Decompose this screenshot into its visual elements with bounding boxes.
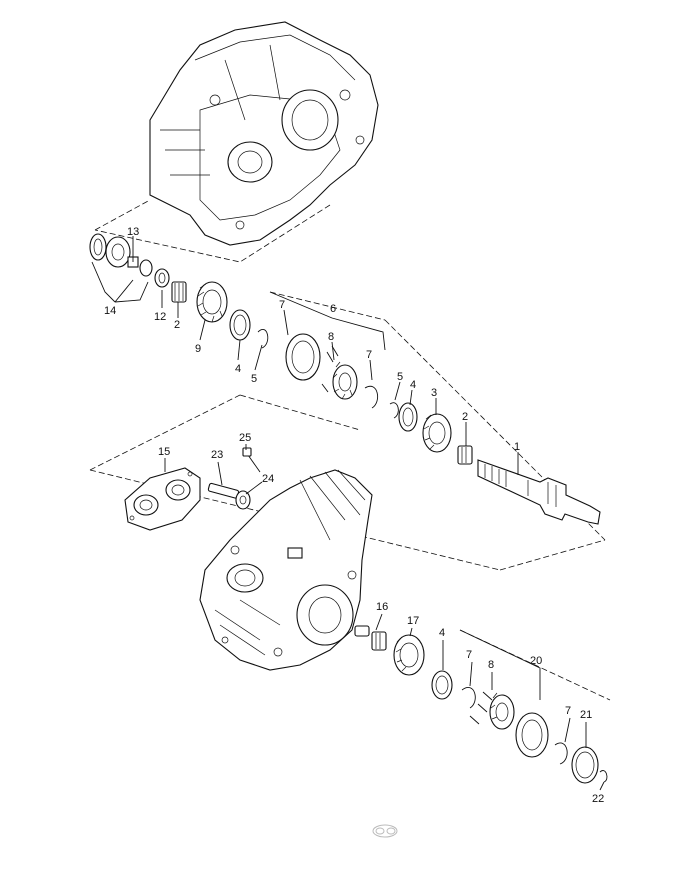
label-23: 23: [211, 449, 223, 461]
upper-gearbox-housing: [94, 21, 379, 263]
label-1: 1: [514, 441, 520, 453]
lower-shaft-assembly: [354, 625, 611, 784]
label-12: 12: [154, 311, 166, 323]
label-6: 6: [330, 303, 336, 315]
label-7-c: 7: [466, 649, 472, 661]
bearing-plate-15: [124, 467, 201, 531]
label-20: 20: [530, 655, 542, 667]
label-21: 21: [580, 709, 592, 721]
label-2-a: 2: [174, 319, 180, 331]
label-16: 16: [376, 601, 388, 613]
shaft-one-assembly: [89, 233, 606, 571]
label-5-b: 5: [397, 371, 403, 383]
label-4-b: 4: [410, 379, 416, 391]
label-7-b: 7: [366, 349, 372, 361]
fasteners: [207, 447, 261, 510]
label-8-b: 8: [488, 659, 494, 671]
label-9: 9: [195, 343, 201, 355]
leader-lines: [91, 236, 605, 791]
label-14: 14: [104, 305, 116, 317]
label-4-c: 4: [439, 627, 445, 639]
lower-gearbox-housing: [199, 469, 373, 671]
label-8-a: 8: [328, 331, 334, 343]
label-5-a: 5: [251, 373, 257, 385]
label-3: 3: [431, 387, 437, 399]
part-number-labels: 13 14 12 2 9 4 5 7 6 8 7 5 4 3 2 1 15 23…: [104, 226, 604, 805]
label-7-a: 7: [279, 299, 285, 311]
label-24: 24: [262, 473, 274, 485]
label-2-b: 2: [462, 411, 468, 423]
label-25: 25: [239, 432, 251, 444]
watermark-logo: [372, 824, 398, 838]
label-4-a: 4: [235, 363, 241, 375]
label-17: 17: [407, 615, 419, 627]
label-13: 13: [127, 226, 139, 238]
label-22: 22: [592, 793, 604, 805]
label-15: 15: [158, 446, 170, 458]
label-7-d: 7: [565, 705, 571, 717]
